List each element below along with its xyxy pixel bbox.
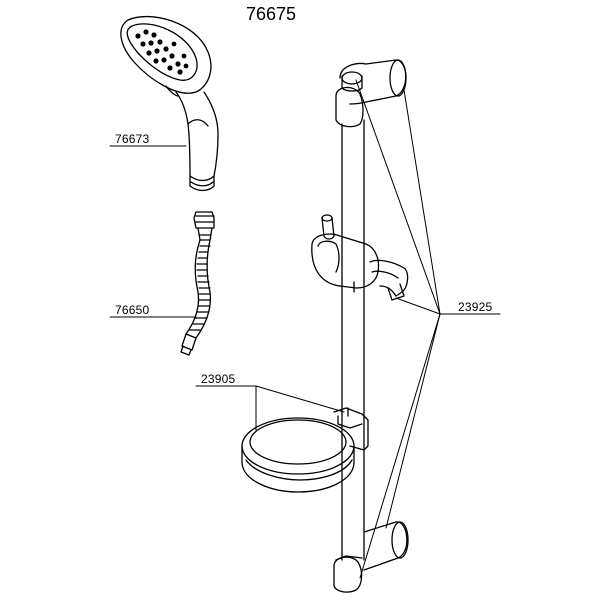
part-label-hose: 76650: [115, 303, 150, 317]
hand-shower: [120, 15, 219, 192]
part-label-soap-dish: 23905: [201, 372, 236, 386]
leader-23905-b: [255, 385, 345, 413]
leader-23925-slider: [395, 297, 441, 315]
soap-dish: [241, 407, 369, 493]
leader-23925-bottom: [385, 313, 441, 529]
slide-rail: [333, 59, 409, 593]
shower-hose: [180, 211, 215, 356]
part-label-rail-parts: 23925: [458, 300, 493, 314]
leader-lines: [109, 79, 501, 579]
leader-23905-a: [195, 385, 257, 431]
leader-23925-top: [355, 79, 441, 315]
leader-23925-bottom-b: [359, 313, 441, 579]
leader-23925-top-b: [403, 89, 441, 315]
diagram-title: 76675: [246, 4, 297, 24]
slider-holder: [311, 214, 409, 301]
part-label-hand-shower: 76673: [115, 132, 150, 146]
spray-nozzles: [135, 29, 189, 75]
